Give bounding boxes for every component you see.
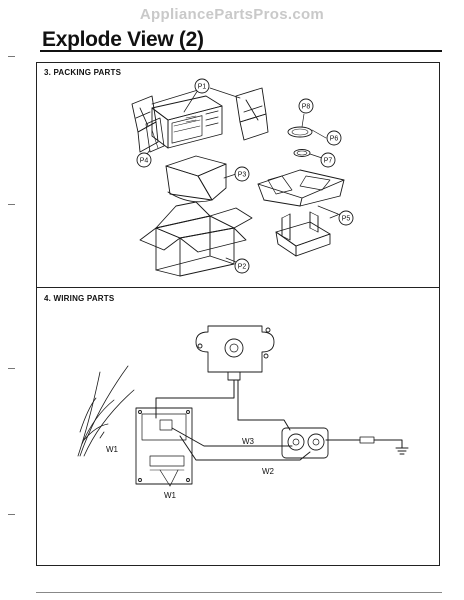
- section-title-packing: 3. PACKING PARTS: [44, 68, 122, 77]
- callout-p8: [298, 98, 314, 114]
- margin-mark: [8, 514, 15, 515]
- packing-callout-labels: P1 P8 P6 P7 P4 P3 P5 P2: [140, 84, 351, 271]
- wires: [155, 379, 409, 487]
- terminal-block: [281, 427, 329, 459]
- label-p8: P8: [302, 104, 311, 111]
- diagram-frame: [36, 62, 440, 566]
- margin-mark: [8, 56, 15, 57]
- page-title: Explode View (2): [42, 28, 204, 51]
- carton-box: [139, 201, 253, 277]
- callout-p1: [194, 78, 210, 94]
- label-w2: W2: [262, 467, 275, 476]
- callout-p4: [136, 152, 152, 168]
- motor: [195, 325, 275, 381]
- margin-mark: [8, 368, 15, 369]
- label-p3: P3: [238, 172, 247, 179]
- oven-with-packing: [131, 87, 269, 153]
- watermark: AppliancePartsPros.com: [139, 6, 325, 23]
- title-rule: [40, 50, 442, 52]
- control-board: [135, 407, 193, 485]
- label-p5: P5: [342, 216, 351, 223]
- margin-mark: [8, 204, 15, 205]
- callout-p7: [320, 152, 336, 168]
- section-title-wiring: 4. WIRING PARTS: [44, 294, 115, 303]
- turntable-ring-parts: [287, 113, 327, 159]
- label-w1-harness: W1: [106, 445, 119, 454]
- label-p4: P4: [140, 158, 149, 165]
- label-p6: P6: [330, 136, 339, 143]
- label-w3: W3: [242, 437, 255, 446]
- label-p7: P7: [324, 158, 333, 165]
- wire-harness-w1: [77, 365, 135, 457]
- packing-trays: [257, 169, 345, 257]
- label-p2: P2: [238, 264, 247, 271]
- callout-p2: [234, 258, 250, 274]
- p1-leaders: [151, 87, 241, 113]
- wiring-labels: W1 W1 W3 W2: [106, 437, 275, 500]
- label-p1: P1: [198, 84, 207, 91]
- packing-callouts: [136, 78, 354, 274]
- callout-p6: [326, 130, 342, 146]
- section-divider: [36, 287, 440, 288]
- label-w1-board: W1: [164, 491, 177, 500]
- callout-p3: [234, 166, 250, 182]
- callout-p5: [338, 210, 354, 226]
- cover-bag: [165, 155, 237, 203]
- bottom-rule: [36, 592, 442, 593]
